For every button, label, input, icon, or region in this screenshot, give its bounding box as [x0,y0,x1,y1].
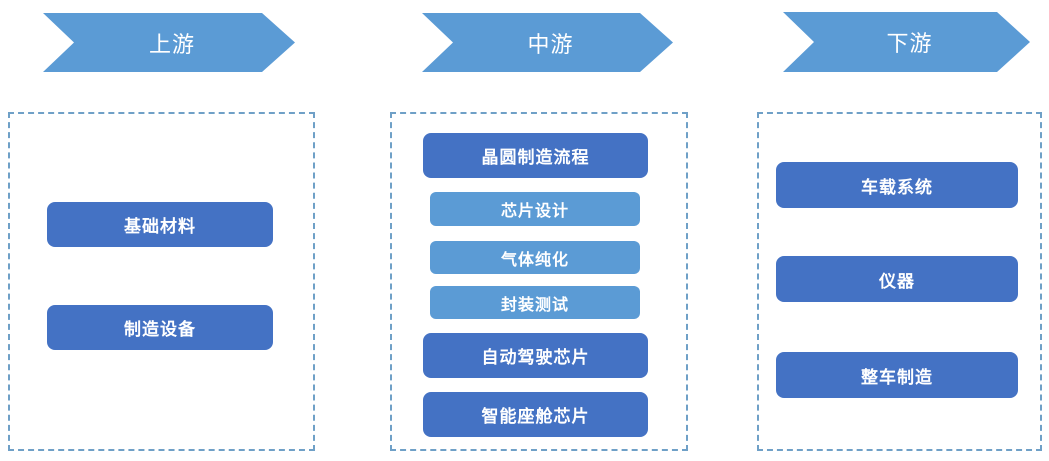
node-gas-purification: 气体纯化 [430,241,640,274]
node-instruments-label: 仪器 [879,271,915,292]
node-smart-cockpit-chip-label: 智能座舱芯片 [481,407,590,427]
node-wafer-fabrication-process-label: 晶圆制造流程 [481,148,590,168]
midstream-group-container [390,112,688,451]
node-packaging-testing-label: 封装测试 [500,294,569,314]
node-basic-materials-label: 基础材料 [124,217,196,237]
stage-arrow-midstream-label: 中游 [527,32,574,58]
node-packaging-testing: 封装测试 [430,286,640,319]
node-in-vehicle-systems-label: 车载系统 [861,177,933,198]
node-vehicle-manufacturing: 整车制造 [776,352,1018,398]
node-instruments: 仪器 [776,256,1018,302]
stage-arrow-upstream: 上游 [43,13,295,72]
node-autonomous-driving-chip-label: 自动驾驶芯片 [481,348,590,368]
downstream-group-container [757,112,1042,451]
upstream-group-container [8,112,315,451]
node-manufacturing-equipment: 制造设备 [47,305,273,350]
node-wafer-fabrication-process: 晶圆制造流程 [423,133,648,178]
node-gas-purification-label: 气体纯化 [500,249,569,269]
node-manufacturing-equipment-label: 制造设备 [124,320,196,340]
stage-arrow-downstream-label: 下游 [886,32,933,57]
node-chip-design-label: 芯片设计 [500,201,569,220]
node-vehicle-manufacturing-label: 整车制造 [861,367,933,388]
node-in-vehicle-systems: 车载系统 [776,162,1018,208]
node-autonomous-driving-chip: 自动驾驶芯片 [423,333,648,378]
stage-arrow-downstream: 下游 [783,12,1030,72]
stage-arrow-midstream: 中游 [422,13,673,72]
node-chip-design: 芯片设计 [430,192,640,226]
node-basic-materials: 基础材料 [47,202,273,247]
node-smart-cockpit-chip: 智能座舱芯片 [423,392,648,437]
stage-arrow-upstream-label: 上游 [148,32,195,58]
